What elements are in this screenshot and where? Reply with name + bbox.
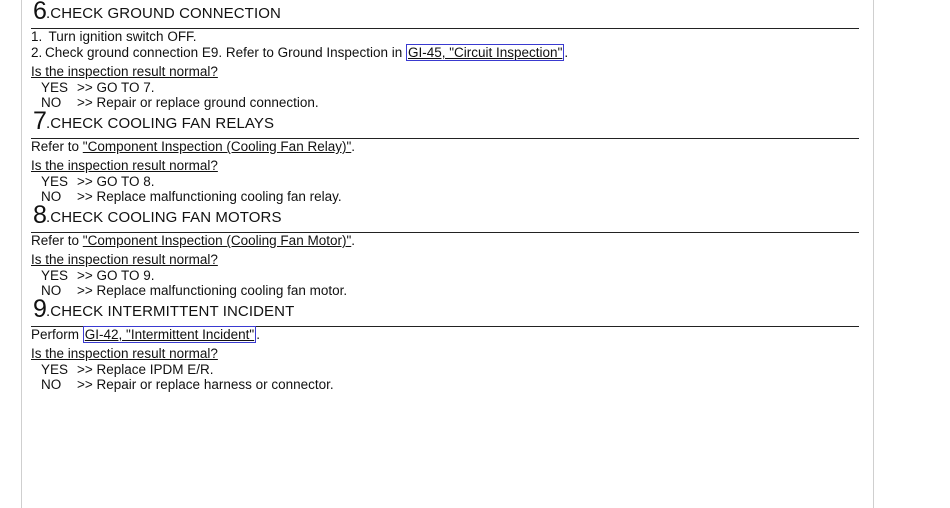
list-item: 1. Turn ignition switch OFF. (31, 29, 197, 44)
step-number: 7 (33, 107, 47, 135)
step-title: .CHECK INTERMITTENT INCIDENT (46, 303, 295, 320)
refer-line: Refer to "Component Inspection (Cooling … (31, 139, 356, 154)
step-heading: 9 .CHECK INTERMITTENT INCIDENT (31, 295, 859, 326)
step-9: 9 .CHECK INTERMITTENT INCIDENT Perform G… (31, 295, 859, 392)
link-gi-45[interactable]: GI-45, "Circuit Inspection" (405, 44, 565, 61)
step-heading: 6 .CHECK GROUND CONNECTION (31, 0, 859, 28)
step-8: 8 .CHECK COOLING FAN MOTORS Refer to "Co… (31, 201, 859, 298)
refer-line: Perform GI-42, "Intermittent Incident". (31, 326, 260, 343)
answer-yes: YES>> GO TO 9. (41, 268, 155, 283)
question: Is the inspection result normal? (31, 346, 218, 361)
step-number: 8 (33, 201, 47, 229)
step-heading: 8 .CHECK COOLING FAN MOTORS (31, 201, 859, 232)
step-title: .CHECK COOLING FAN MOTORS (46, 209, 282, 226)
question: Is the inspection result normal? (31, 252, 218, 267)
divider (31, 138, 859, 139)
list-item: 2.Check ground connection E9. Refer to G… (31, 44, 569, 61)
answer-no: NO>> Repair or replace harness or connec… (41, 377, 334, 392)
answer-no: NO>> Replace malfunctioning cooling fan … (41, 283, 348, 298)
step-7: 7 .CHECK COOLING FAN RELAYS Refer to "Co… (31, 107, 859, 204)
link-cooling-fan-motor[interactable]: "Component Inspection (Cooling Fan Motor… (82, 233, 352, 248)
answer-yes: YES>> Replace IPDM E/R. (41, 362, 214, 377)
question: Is the inspection result normal? (31, 64, 218, 79)
step-6: 6 .CHECK GROUND CONNECTION 1. Turn ignit… (31, 0, 859, 110)
step-title: .CHECK GROUND CONNECTION (46, 5, 281, 22)
manual-page: 6 .CHECK GROUND CONNECTION 1. Turn ignit… (31, 0, 859, 392)
refer-line: Refer to "Component Inspection (Cooling … (31, 233, 356, 248)
step-title: .CHECK COOLING FAN RELAYS (46, 115, 275, 132)
answer-yes: YES>> GO TO 7. (41, 80, 155, 95)
step-number: 6 (33, 0, 47, 25)
step-number: 9 (33, 295, 47, 323)
answer-no: NO>> Replace malfunctioning cooling fan … (41, 189, 342, 204)
page-right-border (873, 0, 874, 508)
page-left-border (21, 0, 22, 508)
link-cooling-fan-relay[interactable]: "Component Inspection (Cooling Fan Relay… (82, 139, 352, 154)
divider (31, 326, 859, 327)
divider (31, 28, 859, 29)
step-heading: 7 .CHECK COOLING FAN RELAYS (31, 107, 859, 138)
answer-no: NO>> Repair or replace ground connection… (41, 95, 319, 110)
link-gi-42[interactable]: GI-42, "Intermittent Incident" (82, 326, 257, 343)
divider (31, 232, 859, 233)
question: Is the inspection result normal? (31, 158, 218, 173)
answer-yes: YES>> GO TO 8. (41, 174, 155, 189)
